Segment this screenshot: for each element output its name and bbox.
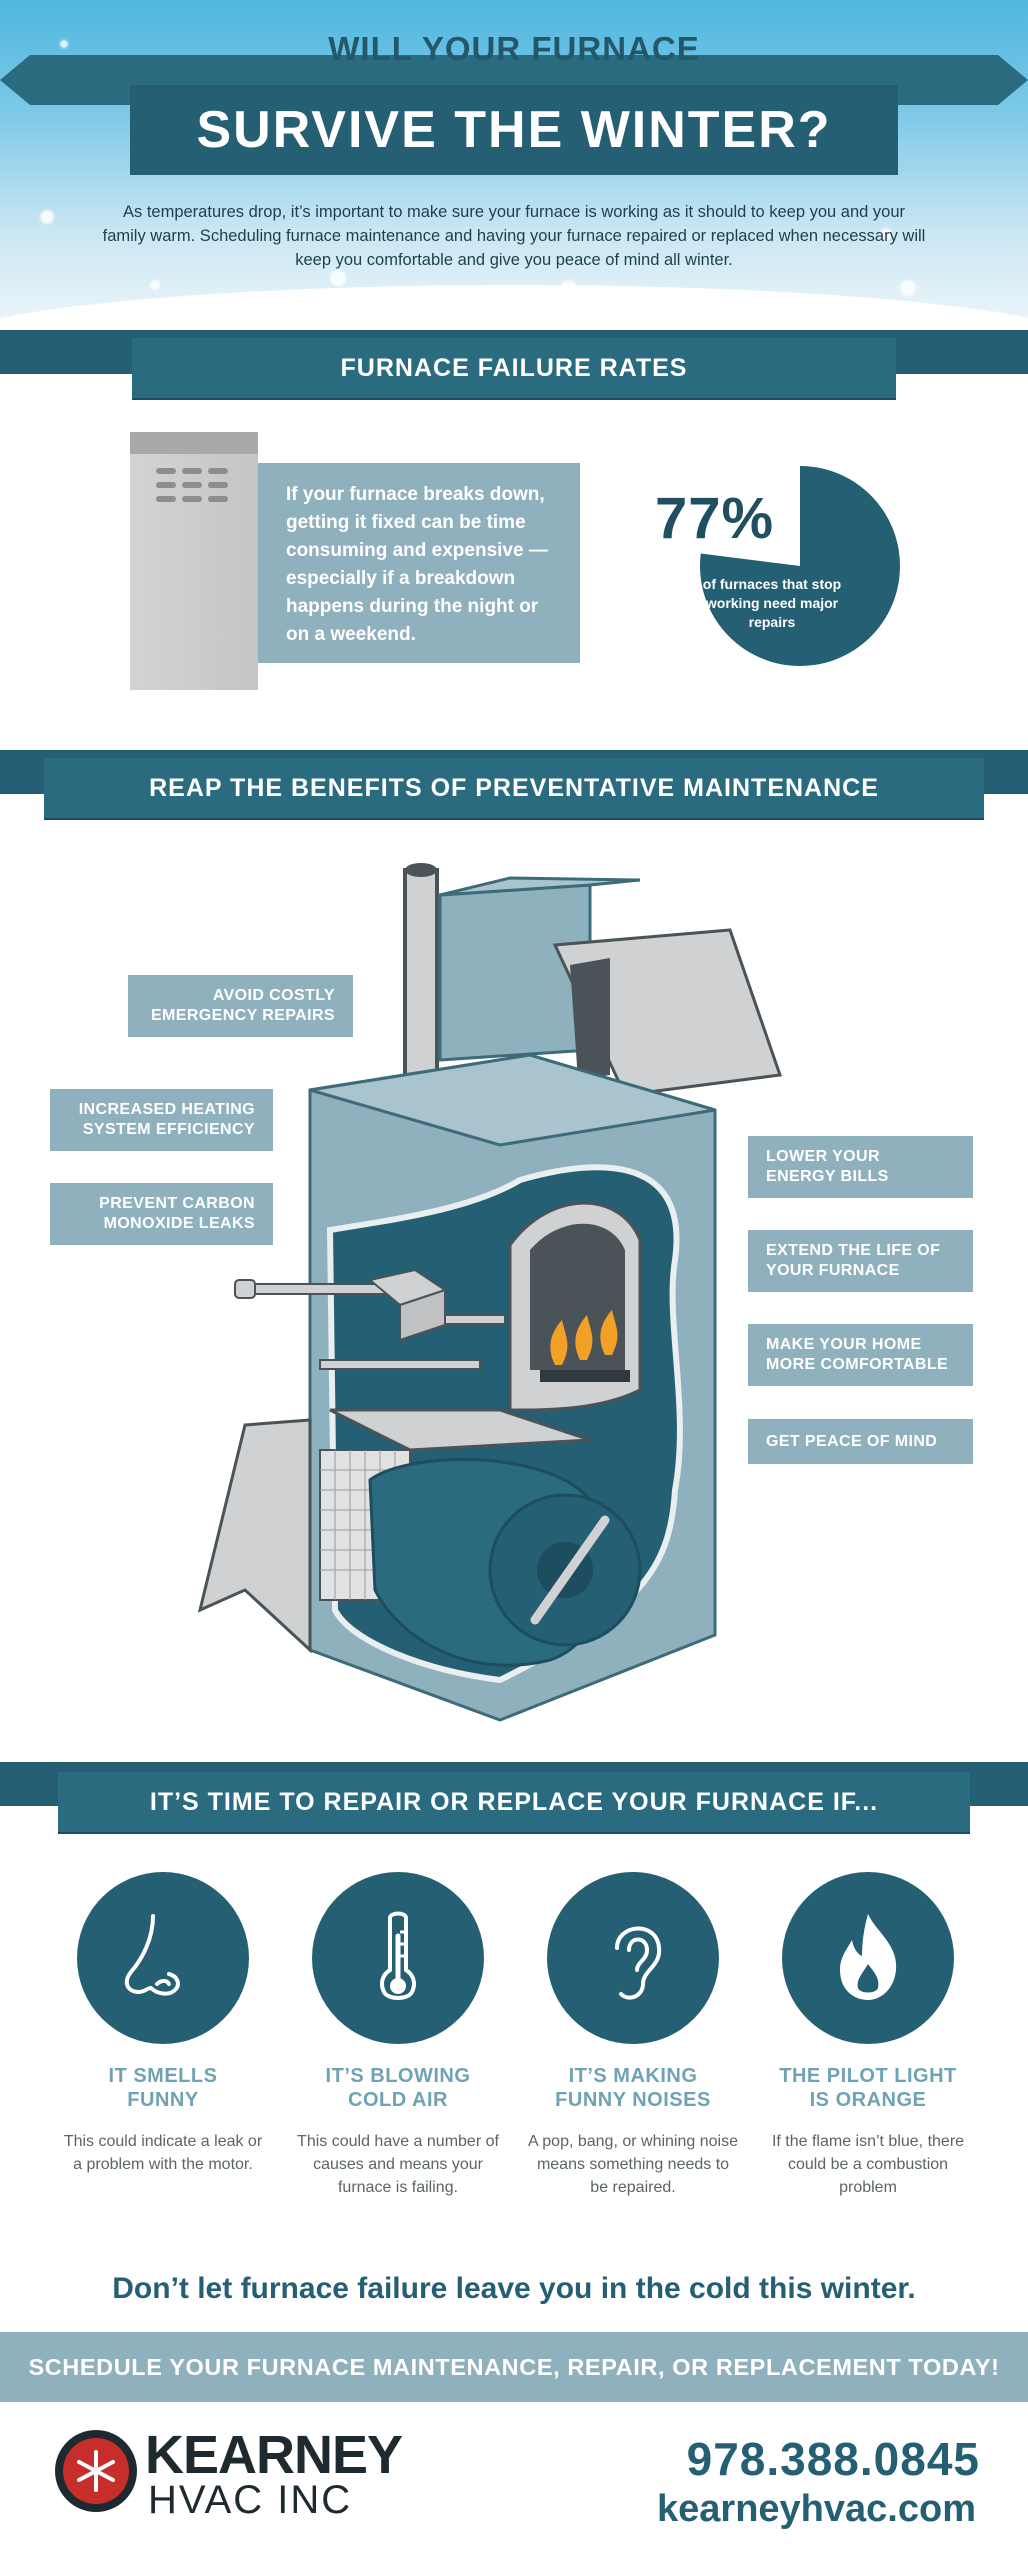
- website-link[interactable]: kearneyhvac.com: [657, 2488, 976, 2530]
- failure-rates-heading: FURNACE FAILURE RATES: [132, 338, 896, 400]
- breakdown-info-text: If your furnace breaks down, getting it …: [286, 484, 548, 645]
- hero-kicker: WILL YOUR FURNACE: [328, 30, 700, 67]
- snowflake-decoration: [880, 228, 892, 240]
- hero-section: WILL YOUR FURNACE SURVIVE THE WINTER? As…: [0, 0, 1028, 330]
- reason-cold-air: IT’S BLOWING COLD AIR This could have a …: [293, 1872, 503, 2199]
- hero-title: SURVIVE THE WINTER?: [196, 101, 832, 159]
- schedule-cta-banner[interactable]: SCHEDULE YOUR FURNACE MAINTENANCE, REPAI…: [0, 2332, 1028, 2402]
- benefit-comfort: MAKE YOUR HOME MORE COMFORTABLE: [748, 1324, 973, 1386]
- reason-description: If the flame isn’t blue, there could be …: [771, 2133, 965, 2196]
- kearney-logo-icon: [55, 2430, 137, 2512]
- nose-icon: [124, 1914, 180, 1996]
- furnace-unit-icon: [130, 432, 258, 690]
- failure-stat: 77% of furnaces that stop working need m…: [645, 465, 900, 667]
- snowflake-icon: [77, 2450, 115, 2492]
- furnace-cutaway-illustration: [197, 863, 783, 1722]
- hero-intro: As temperatures drop, it’s important to …: [102, 203, 926, 269]
- failure-pie-chart: [700, 466, 900, 666]
- closing-message: Don’t let furnace failure leave you in t…: [112, 2272, 916, 2305]
- reason-description: This could have a number of causes and m…: [297, 2133, 499, 2196]
- snowflake-decoration: [330, 270, 346, 286]
- failure-stat-caption: of furnaces that stop working need major…: [702, 576, 842, 630]
- reason-description: This could indicate a leak or a problem …: [63, 2133, 263, 2173]
- failure-stat-percent: 77%: [655, 486, 775, 551]
- phone-number[interactable]: 978.388.0845: [686, 2433, 980, 2485]
- benefit-avoid-repairs: AVOID COSTLY EMERGENCY REPAIRS: [128, 975, 353, 1037]
- snowflake-decoration: [40, 210, 54, 224]
- brand-name: KEARNEY: [145, 2425, 403, 2485]
- benefit-peace-of-mind: GET PEACE OF MIND: [748, 1419, 973, 1464]
- thermometer-icon: [380, 1911, 416, 2000]
- replace-heading: IT’S TIME TO REPAIR OR REPLACE YOUR FURN…: [58, 1772, 970, 1834]
- benefit-efficiency: INCREASED HEATING SYSTEM EFFICIENCY: [50, 1089, 273, 1151]
- benefit-energy-bills: LOWER YOUR ENERGY BILLS: [748, 1136, 973, 1198]
- reason-title: IT SMELLS FUNNY: [108, 2065, 218, 2111]
- reason-title: THE PILOT LIGHT IS ORANGE: [779, 2065, 957, 2111]
- reason-noises: IT’S MAKING FUNNY NOISES A pop, bang, or…: [528, 1872, 738, 2199]
- hero-title-box: SURVIVE THE WINTER?: [130, 85, 898, 175]
- snowflake-decoration: [900, 280, 916, 296]
- brand-subtitle: HVAC INC: [148, 2478, 353, 2522]
- flame-icon: [840, 1914, 897, 2000]
- benefits-heading: REAP THE BENEFITS OF PREVENTATIVE MAINTE…: [44, 758, 984, 820]
- reason-title: IT’S BLOWING COLD AIR: [325, 2065, 471, 2111]
- reason-smell: IT SMELLS FUNNY This could indicate a le…: [58, 1872, 268, 2176]
- snow-hill: [0, 285, 1028, 330]
- ear-icon: [615, 1926, 662, 2000]
- reason-description: A pop, bang, or whining noise means some…: [528, 2133, 738, 2196]
- benefit-extend-life: EXTEND THE LIFE OF YOUR FURNACE: [748, 1230, 973, 1292]
- reason-title: IT’S MAKING FUNNY NOISES: [555, 2065, 711, 2111]
- breakdown-info-box: If your furnace breaks down, getting it …: [258, 463, 580, 663]
- benefit-carbon-monoxide: PREVENT CARBON MONOXIDE LEAKS: [50, 1183, 273, 1245]
- snowflake-decoration: [150, 280, 160, 290]
- failure-pie-slice: [700, 466, 900, 666]
- reason-pilot-light: THE PILOT LIGHT IS ORANGE If the flame i…: [763, 1872, 973, 2199]
- snowflake-decoration: [60, 40, 68, 48]
